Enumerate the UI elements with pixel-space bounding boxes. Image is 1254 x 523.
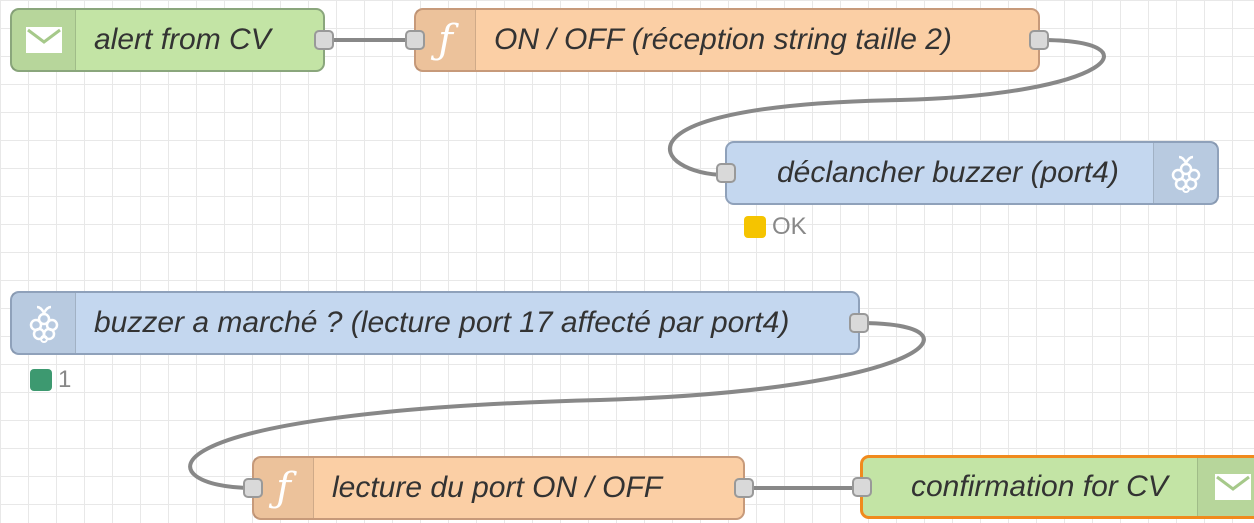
raspberry-pi-icon <box>12 293 76 353</box>
wire-onoff-to-buzzer[interactable] <box>667 38 1106 177</box>
node-read-port-function[interactable]: ƒ lecture du port ON / OFF <box>243 456 754 520</box>
input-port[interactable] <box>852 477 872 497</box>
output-port[interactable] <box>1029 30 1049 50</box>
raspberry-pi-icon <box>1153 143 1217 203</box>
node-buzzer-output[interactable]: déclancher buzzer (port4) <box>716 141 1219 205</box>
node-label: alert from CV <box>94 23 271 56</box>
input-port[interactable] <box>243 478 263 498</box>
node-label: ON / OFF (réception string taille 2) <box>494 23 952 56</box>
status-text: 1 <box>58 366 72 393</box>
node-buzzer-input[interactable]: buzzer a marché ? (lecture port 17 affec… <box>10 291 869 355</box>
status-ok: OK <box>744 213 807 241</box>
input-port[interactable] <box>716 163 736 183</box>
node-label: lecture du port ON / OFF <box>332 471 663 504</box>
envelope-icon <box>12 10 76 70</box>
wire-buzzer-in-to-read-port[interactable] <box>188 321 926 490</box>
output-port[interactable] <box>314 30 334 50</box>
status-dot-green <box>30 369 52 391</box>
function-icon: ƒ <box>254 458 314 518</box>
node-alert-from-cv[interactable]: alert from CV <box>10 8 334 72</box>
node-label: déclancher buzzer (port4) <box>777 156 1119 189</box>
output-port[interactable] <box>849 313 869 333</box>
envelope-icon <box>1197 458 1254 516</box>
node-confirmation-for-cv[interactable]: confirmation for CV <box>852 455 1254 519</box>
status-dot-yellow <box>744 216 766 238</box>
input-port[interactable] <box>405 30 425 50</box>
node-label: confirmation for CV <box>911 470 1168 503</box>
status-value: 1 <box>30 366 71 394</box>
function-icon: ƒ <box>416 10 476 70</box>
node-onoff-function[interactable]: ƒ ON / OFF (réception string taille 2) <box>405 8 1049 72</box>
status-text: OK <box>772 213 807 240</box>
output-port[interactable] <box>734 478 754 498</box>
node-label: buzzer a marché ? (lecture port 17 affec… <box>94 306 790 339</box>
